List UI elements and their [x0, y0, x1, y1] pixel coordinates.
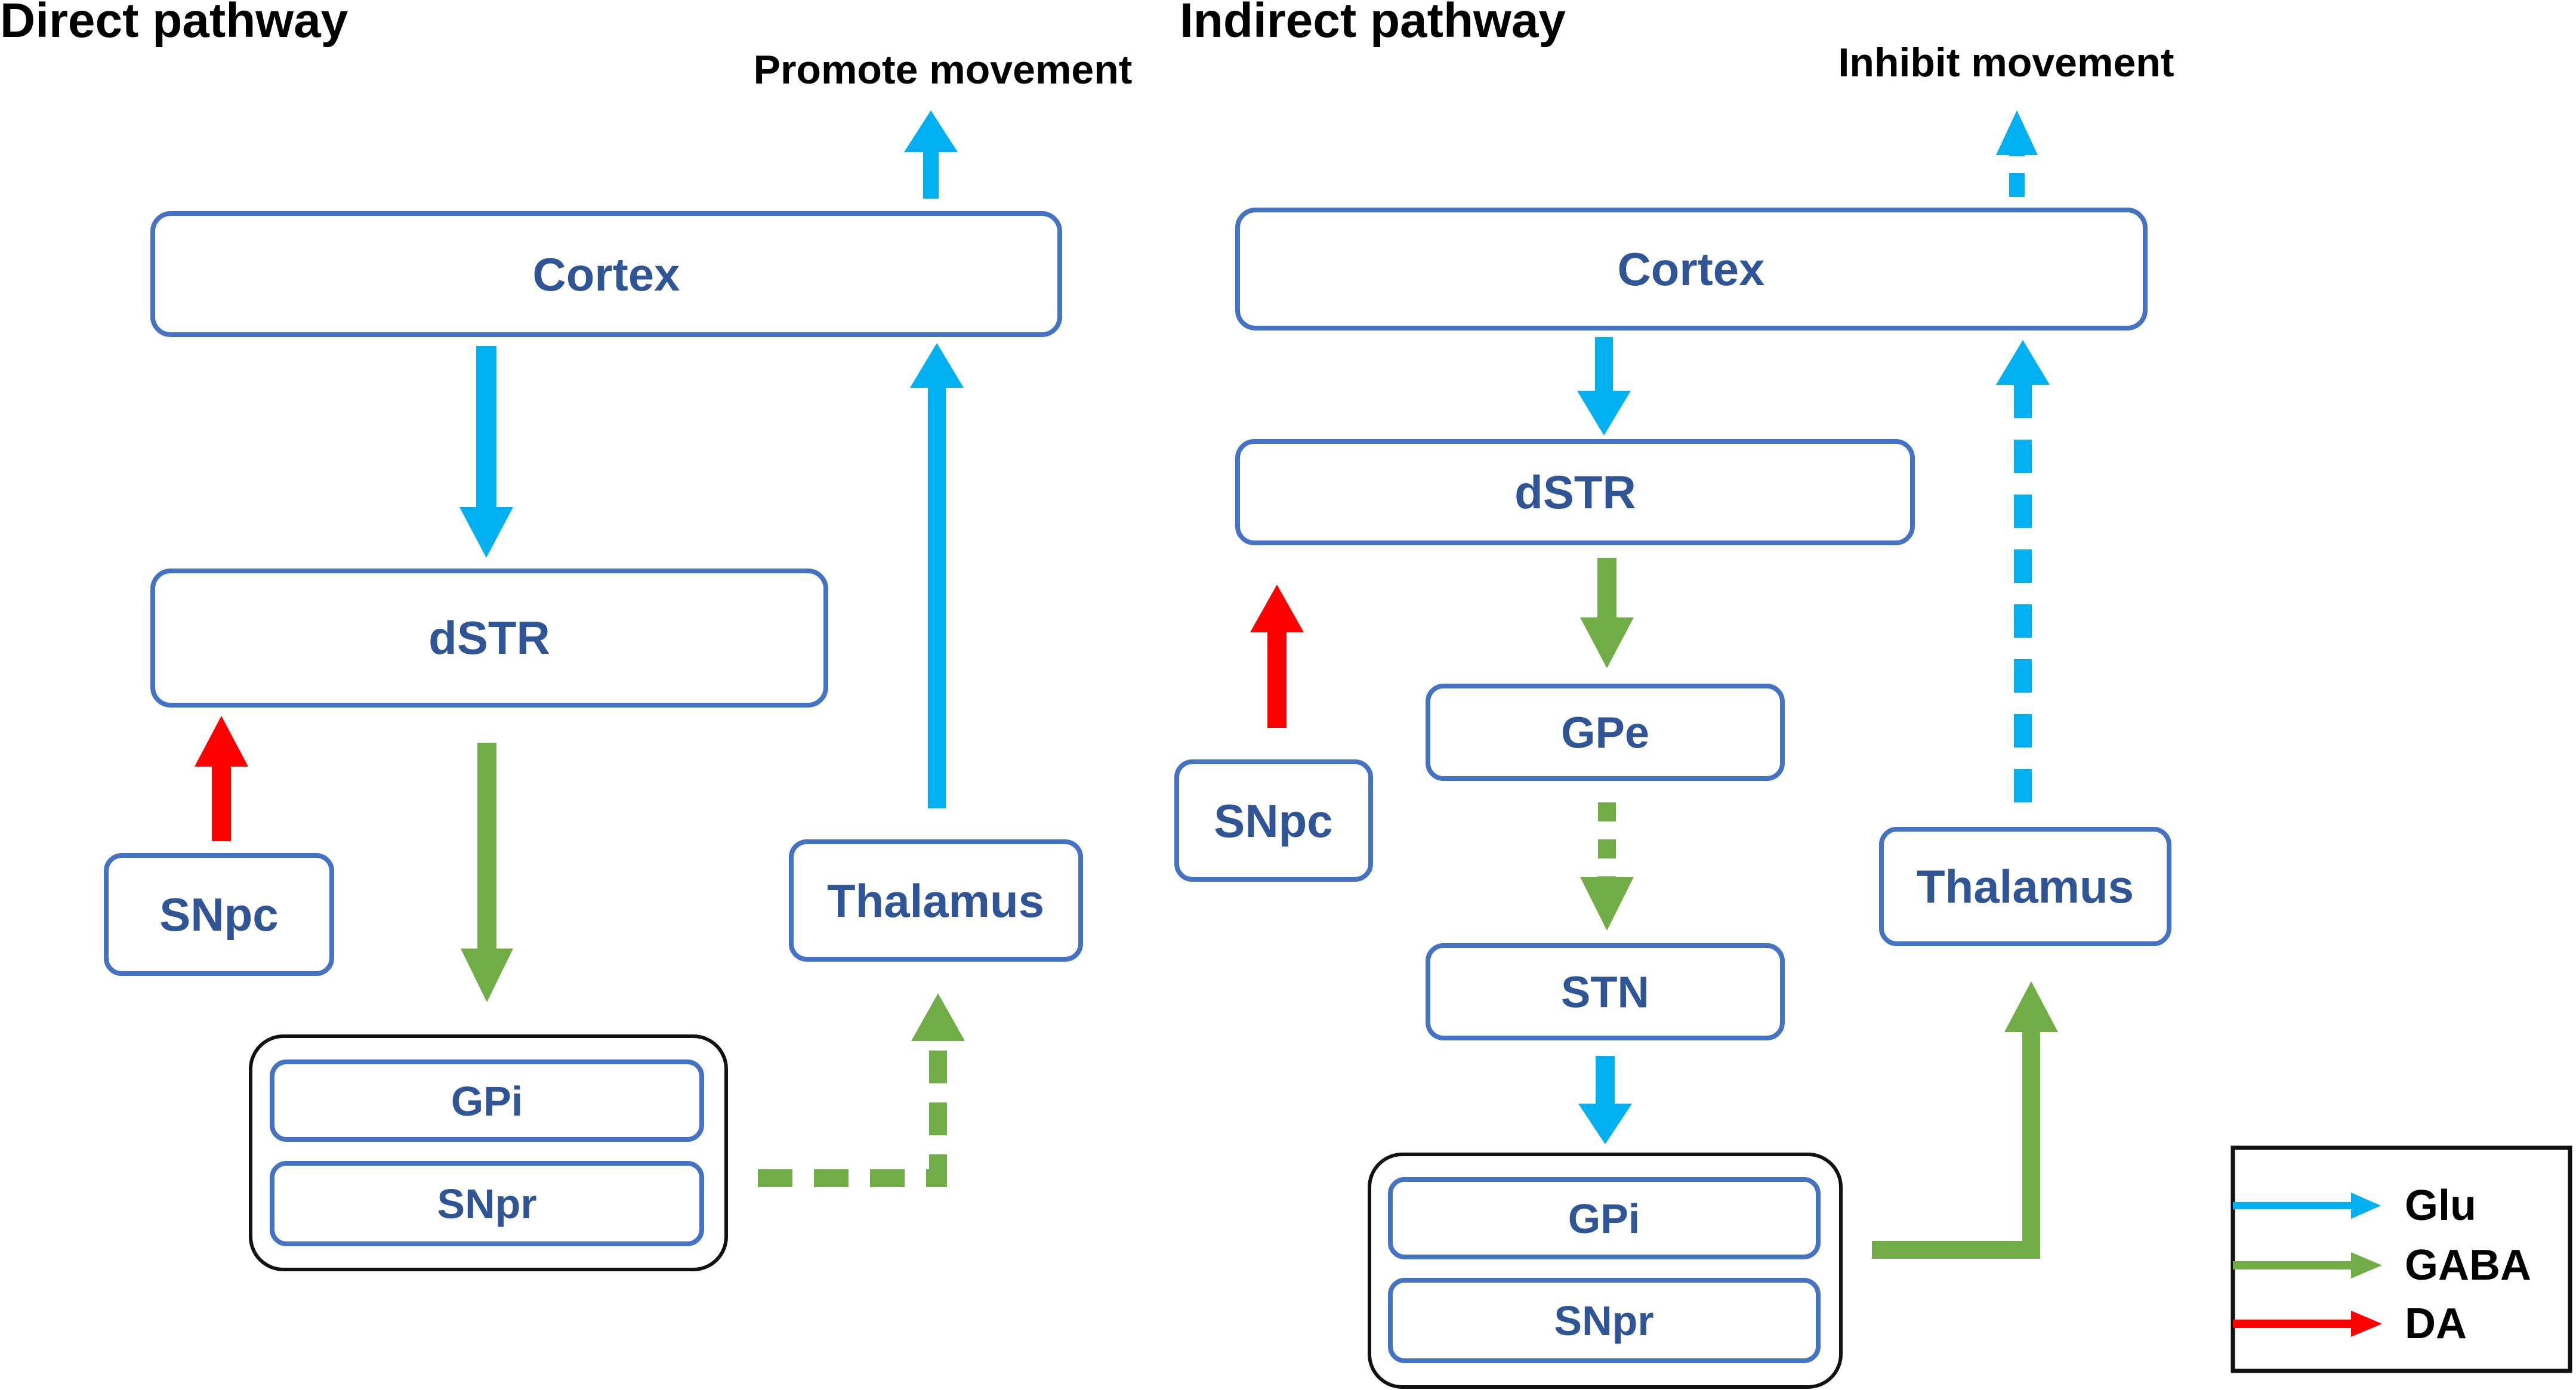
indirect-snpr-label: SNpr — [1554, 1298, 1653, 1344]
direct-dstr-node: dSTR — [150, 569, 828, 708]
direct-thalamus-label: Thalamus — [827, 875, 1044, 927]
direct-snpc-label: SNpc — [159, 888, 278, 941]
indirect-arrow-stn-to-gpi — [1578, 1056, 1632, 1144]
indirect-arrow-output-to-thalamus — [1872, 981, 2058, 1259]
indirect-arrow-snpc-to-dstr — [1250, 585, 1304, 728]
legend: Glu GABA DA — [2231, 1145, 2572, 1373]
indirect-arrow-thalamus-to-cortex-dashed — [1996, 340, 2050, 802]
indirect-gpe-label: GPe — [1561, 708, 1649, 758]
indirect-stn-node: STN — [1426, 943, 1785, 1040]
legend-item-glu: Glu — [2233, 1182, 2476, 1230]
direct-cortex-node: Cortex — [150, 211, 1062, 337]
direct-snpr-node — [270, 1161, 704, 1246]
indirect-cortex-node: Cortex — [1235, 208, 2148, 330]
indirect-pathway-title: Indirect pathway — [1180, 0, 1566, 48]
indirect-thalamus-node: Thalamus — [1879, 827, 2171, 946]
direct-arrow-dstr-to-gpi — [461, 743, 513, 1002]
indirect-output-group: GPi SNpr — [1368, 1153, 1843, 1389]
indirect-gpi-node — [1388, 1177, 1821, 1259]
indirect-thalamus-label: Thalamus — [1917, 860, 2134, 913]
direct-thalamus-node: Thalamus — [789, 839, 1083, 962]
direct-gpi-node — [270, 1060, 704, 1142]
indirect-gpe-node: GPe — [1426, 684, 1785, 781]
indirect-snpc-label: SNpc — [1214, 795, 1332, 847]
direct-arrow-snpc-to-dstr — [195, 716, 248, 841]
indirect-pathway: Indirect pathway Inhibit movement Cortex… — [1174, 0, 2174, 1389]
indirect-arrow-output-up-dashed — [1996, 110, 2038, 197]
direct-snpc-node: SNpc — [104, 853, 334, 976]
indirect-dstr-node: dSTR — [1235, 439, 1915, 545]
legend-item-gaba: GABA — [2233, 1241, 2531, 1289]
indirect-cortex-label: Cortex — [1617, 243, 1764, 295]
indirect-arrow-gpe-to-stn-dashed — [1580, 802, 1634, 931]
direct-gpi-label: GPi — [451, 1078, 523, 1125]
direct-arrow-output-up — [904, 110, 958, 199]
direct-snpr-label: SNpr — [437, 1181, 536, 1227]
legend-label-da: DA — [2405, 1300, 2467, 1348]
direct-output-group: GPi SNpr — [249, 1034, 728, 1271]
direct-arrow-output-to-thalamus-dashed — [758, 993, 965, 1187]
direct-arrow-cortex-to-dstr — [459, 346, 513, 558]
indirect-pathway-caption: Inhibit movement — [1838, 40, 2174, 85]
legend-label-glu: Glu — [2405, 1182, 2476, 1230]
indirect-snpr-node — [1388, 1278, 1821, 1363]
indirect-stn-label: STN — [1561, 968, 1649, 1017]
direct-arrow-thalamus-to-cortex — [910, 343, 964, 808]
direct-cortex-label: Cortex — [532, 248, 680, 301]
direct-pathway-caption: Promote movement — [754, 47, 1133, 92]
direct-dstr-label: dSTR — [428, 611, 550, 664]
direct-pathway-title: Direct pathway — [0, 0, 348, 48]
legend-item-da: DA — [2233, 1300, 2467, 1348]
indirect-dstr-label: dSTR — [1514, 466, 1636, 518]
direct-pathway: Direct pathway Promote movement Cortex d… — [0, 0, 1133, 1271]
indirect-arrow-cortex-to-dstr — [1577, 337, 1631, 435]
legend-label-gaba: GABA — [2405, 1241, 2531, 1289]
indirect-snpc-node: SNpc — [1174, 759, 1373, 882]
indirect-gpi-label: GPi — [1568, 1196, 1640, 1242]
indirect-arrow-dstr-to-gpe — [1580, 558, 1634, 668]
